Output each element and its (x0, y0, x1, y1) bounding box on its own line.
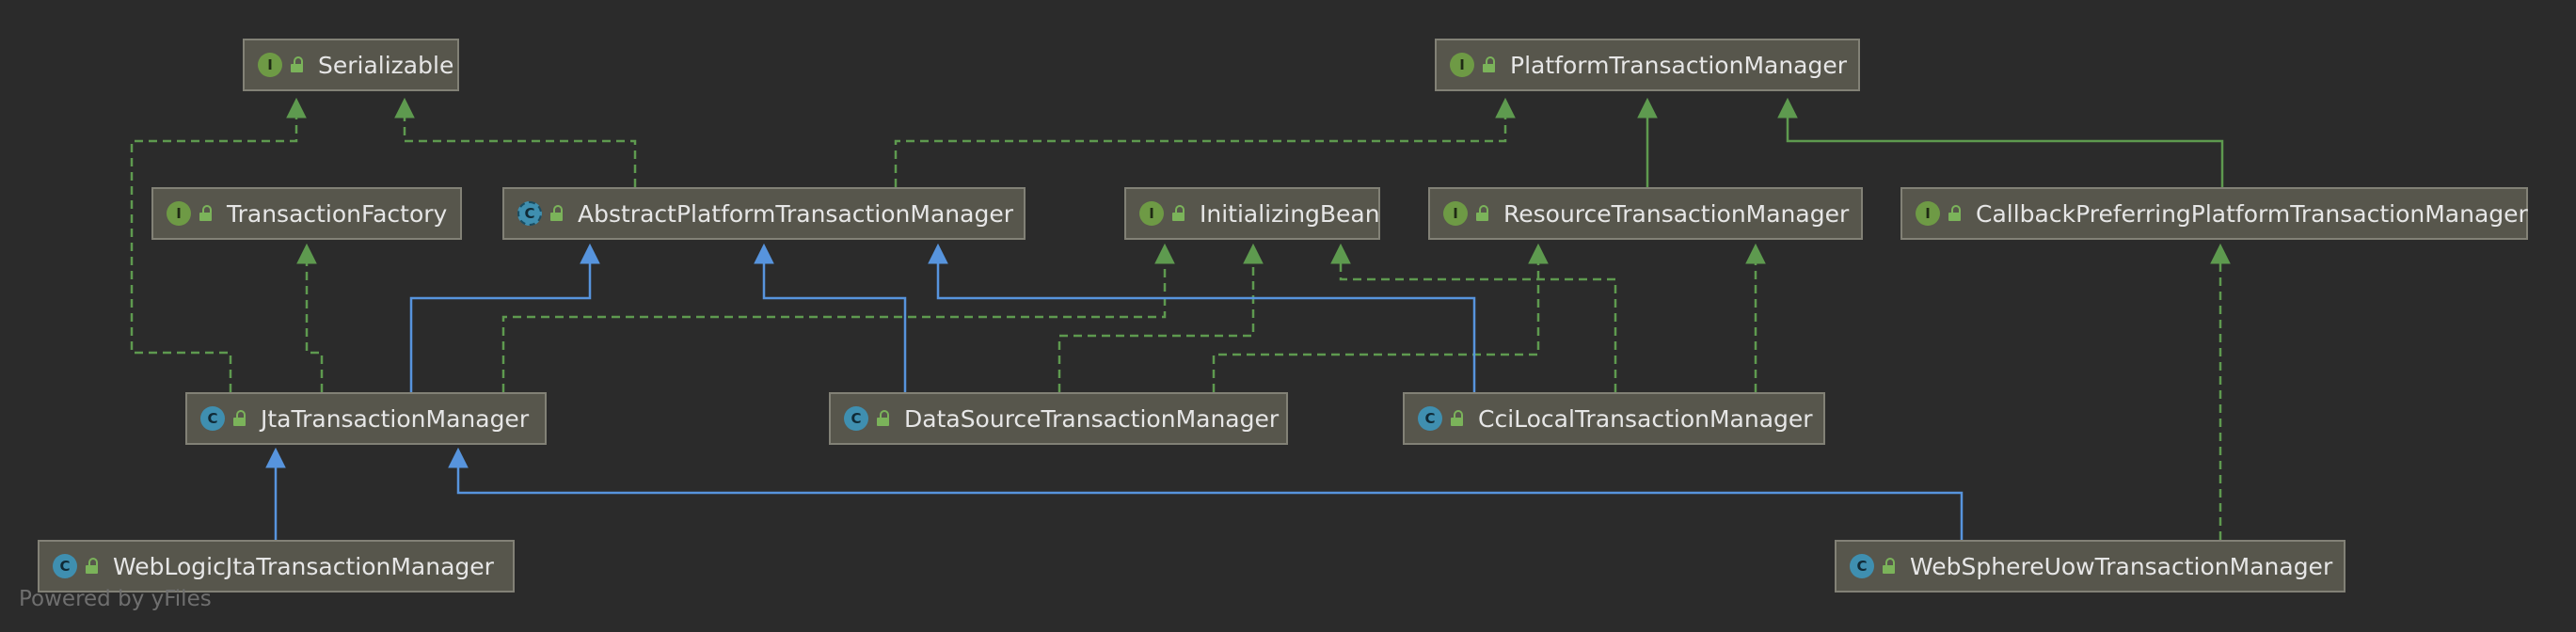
edge-line (403, 118, 637, 187)
edge-jta_tm-to-transaction_factory (296, 243, 324, 392)
edge-line (456, 467, 1964, 540)
node-label: ResourceTransactionManager (1503, 199, 1850, 228)
node-data-source-transaction-manager[interactable]: C DataSourceTransactionManager (829, 392, 1288, 445)
abstract-class-icon: C (517, 201, 542, 226)
node-websphere-uow-transaction-manager[interactable]: C WebSphereUowTransactionManager (1835, 540, 2345, 592)
edge-arrowhead (1528, 243, 1549, 264)
node-cci-local-transaction-manager[interactable]: C CciLocalTransactionManager (1403, 392, 1825, 445)
public-lock-icon (1948, 205, 1963, 222)
node-label: AbstractPlatformTransactionManager (578, 199, 1013, 228)
public-lock-icon (1171, 205, 1186, 222)
interface-icon: I (1916, 201, 1940, 226)
edge-arrowhead (1637, 97, 1658, 118)
edge-arrowhead (1330, 243, 1351, 264)
interface-icon: I (167, 201, 191, 226)
class-icon: C (1418, 406, 1442, 431)
node-label: PlatformTransactionManager (1510, 51, 1848, 79)
class-icon: C (53, 554, 77, 578)
node-resource-transaction-manager[interactable]: I ResourceTransactionManager (1428, 187, 1863, 240)
node-label: Serializable (318, 51, 454, 79)
edge-datasource_tm-to-abstract_ptm (754, 243, 907, 392)
edge-cci_tm-to-initializing_bean (1330, 243, 1617, 392)
edge-line (894, 118, 1507, 187)
public-lock-icon (1450, 410, 1465, 427)
edge-arrowhead (448, 447, 469, 468)
edge-jta_tm-to-abstract_ptm (409, 243, 600, 392)
node-label: WebSphereUowTransactionManager (1910, 552, 2333, 580)
edge-datasource_tm-to-resource_tm (1212, 243, 1549, 392)
edge-line (305, 263, 324, 392)
interface-icon: I (1443, 201, 1468, 226)
edge-arrowhead (1495, 97, 1516, 118)
node-initializing-bean[interactable]: I InitializingBean (1124, 187, 1380, 240)
edge-line (130, 118, 298, 392)
node-label: JtaTransactionManager (261, 404, 530, 433)
public-lock-icon (549, 205, 564, 222)
public-lock-icon (85, 558, 100, 575)
edge-arrowhead (928, 243, 948, 264)
edge-callback_ptm-to-platform_tm (1777, 97, 2224, 187)
edge-resource_tm-to-platform_tm (1637, 97, 1658, 187)
edge-line (501, 263, 1167, 392)
node-label: DataSourceTransactionManager (904, 404, 1280, 433)
public-lock-icon (1475, 205, 1490, 222)
node-transaction-factory[interactable]: I TransactionFactory (151, 187, 462, 240)
edge-jta_tm-to-initializing_bean (501, 243, 1175, 392)
edge-arrowhead (1243, 243, 1264, 264)
node-jta-transaction-manager[interactable]: C JtaTransactionManager (185, 392, 547, 445)
public-lock-icon (232, 410, 247, 427)
node-label: InitializingBean (1200, 199, 1380, 228)
node-label: CciLocalTransactionManager (1478, 404, 1813, 433)
node-weblogic-jta-transaction-manager[interactable]: C WebLogicJtaTransactionManager (38, 540, 515, 592)
edge-line (1057, 263, 1255, 392)
node-callback-preferring-platform-transaction-manager[interactable]: I CallbackPreferringPlatformTransactionM… (1900, 187, 2528, 240)
edge-jta_tm-to-serializable (130, 97, 307, 392)
edge-line (1786, 118, 2224, 187)
interface-icon: I (1139, 201, 1164, 226)
public-lock-icon (1882, 558, 1897, 575)
edge-line (1339, 263, 1617, 392)
node-label: WebLogicJtaTransactionManager (113, 552, 494, 580)
edge-arrowhead (1777, 97, 1798, 118)
node-label: TransactionFactory (227, 199, 448, 228)
edge-datasource_tm-to-initializing_bean (1057, 243, 1264, 392)
edge-line (762, 263, 907, 392)
node-serializable[interactable]: I Serializable (243, 39, 459, 91)
edge-arrowhead (296, 243, 317, 264)
edge-abstract_ptm-to-serializable (394, 97, 637, 187)
watermark-text: Powered by yFiles (19, 587, 212, 611)
edge-arrowhead (2210, 243, 2231, 264)
class-icon: C (200, 406, 225, 431)
edge-arrowhead (580, 243, 600, 264)
edge-arrowhead (286, 97, 307, 118)
edge-arrowhead (1745, 243, 1766, 264)
edge-cci_tm-to-resource_tm (1745, 243, 1766, 392)
public-lock-icon (199, 205, 214, 222)
edge-line (1212, 263, 1540, 392)
interface-icon: I (258, 53, 282, 77)
edge-cci_tm-to-abstract_ptm (928, 243, 1476, 392)
public-lock-icon (290, 56, 305, 73)
edge-line (409, 263, 592, 392)
edge-arrowhead (394, 97, 415, 118)
edge-websphere_tm-to-jta_tm (448, 447, 1964, 540)
class-icon: C (1850, 554, 1874, 578)
edge-websphere_tm-to-callback_ptm (2210, 243, 2231, 540)
node-label: CallbackPreferringPlatformTransactionMan… (1976, 199, 2528, 228)
edge-arrowhead (265, 447, 286, 468)
edge-weblogic_tm-to-jta_tm (265, 447, 286, 540)
edge-abstract_ptm-to-platform_tm (894, 97, 1516, 187)
edge-line (936, 263, 1476, 392)
interface-icon: I (1450, 53, 1474, 77)
public-lock-icon (876, 410, 891, 427)
public-lock-icon (1482, 56, 1497, 73)
edge-arrowhead (754, 243, 774, 264)
class-icon: C (844, 406, 868, 431)
node-abstract-platform-transaction-manager[interactable]: C AbstractPlatformTransactionManager (502, 187, 1026, 240)
edge-arrowhead (1154, 243, 1175, 264)
node-platform-transaction-manager[interactable]: I PlatformTransactionManager (1435, 39, 1860, 91)
